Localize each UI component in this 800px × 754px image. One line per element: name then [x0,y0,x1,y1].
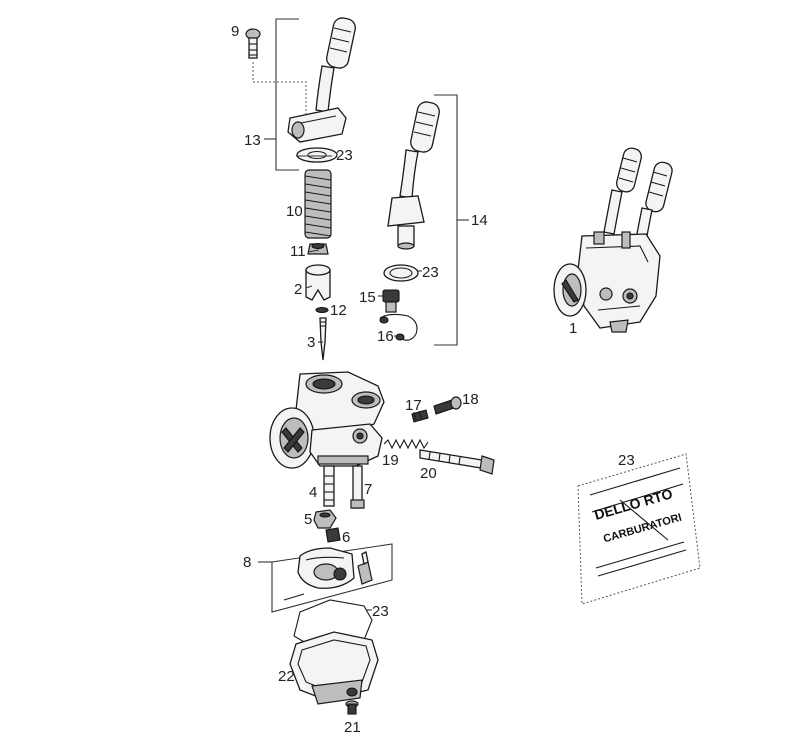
leader-lines [296,155,422,611]
part-3-jet-needle [319,317,327,361]
part-5-main-jet [313,509,337,529]
label-23-choke: 23 [422,264,439,281]
part-23-gasket-top [296,147,338,163]
part-7-idle-jet [350,465,365,509]
label-20: 20 [420,465,437,482]
label-3: 3 [307,334,315,351]
part-23-gasket-kit-packet: DELLO RTO CARBURATORI [577,453,701,605]
carburetor-body [269,371,385,469]
label-4: 4 [309,484,317,501]
part-17-idle-screw [411,409,429,423]
part-9-screw [245,28,261,59]
label-23-packet: 23 [618,452,635,469]
label-23-top: 23 [336,147,353,164]
label-13: 13 [244,132,261,149]
part-15-choke-bolt [382,289,400,313]
part-18-air-screw [433,396,462,415]
label-7: 7 [364,481,372,498]
part-22-float-bowl [289,631,379,705]
part-8-float-assembly [258,543,393,613]
label-18: 18 [462,391,479,408]
label-11: 11 [290,243,306,260]
label-2: 2 [294,281,302,298]
part-21-bowl-screw [345,700,359,715]
part-14-choke-assembly [387,94,469,346]
label-6: 6 [342,529,350,546]
part-13-top-cap-assembly [245,17,356,171]
label-21: 21 [344,719,361,736]
part-10-spring [304,169,332,239]
part-19-spring [383,438,429,450]
part-23-float-bowl-gasket [293,599,373,651]
label-23-bowl: 23 [372,603,389,620]
label-10: 10 [286,203,303,220]
label-12: 12 [330,302,347,319]
part-4-emulsion-tube [323,465,335,507]
part-23-gasket-choke [383,264,419,282]
part-2-throttle-slide [305,264,331,301]
label-17: 17 [405,397,422,414]
label-19: 19 [382,452,399,469]
part-6-jet [325,527,341,543]
label-16: 16 [377,328,394,345]
part-11-retainer [307,242,329,255]
part-1-carburetor-complete [553,147,673,333]
label-22: 22 [278,668,295,685]
label-9: 9 [231,23,239,40]
label-5: 5 [304,511,312,528]
callout-labels: 9 13 23 10 11 2 12 3 14 23 15 16 1 17 18… [231,23,635,736]
label-1: 1 [569,320,577,337]
label-15: 15 [359,289,376,306]
label-8: 8 [243,554,251,571]
label-14: 14 [471,212,488,229]
part-20-adjustment-screw [419,449,495,475]
